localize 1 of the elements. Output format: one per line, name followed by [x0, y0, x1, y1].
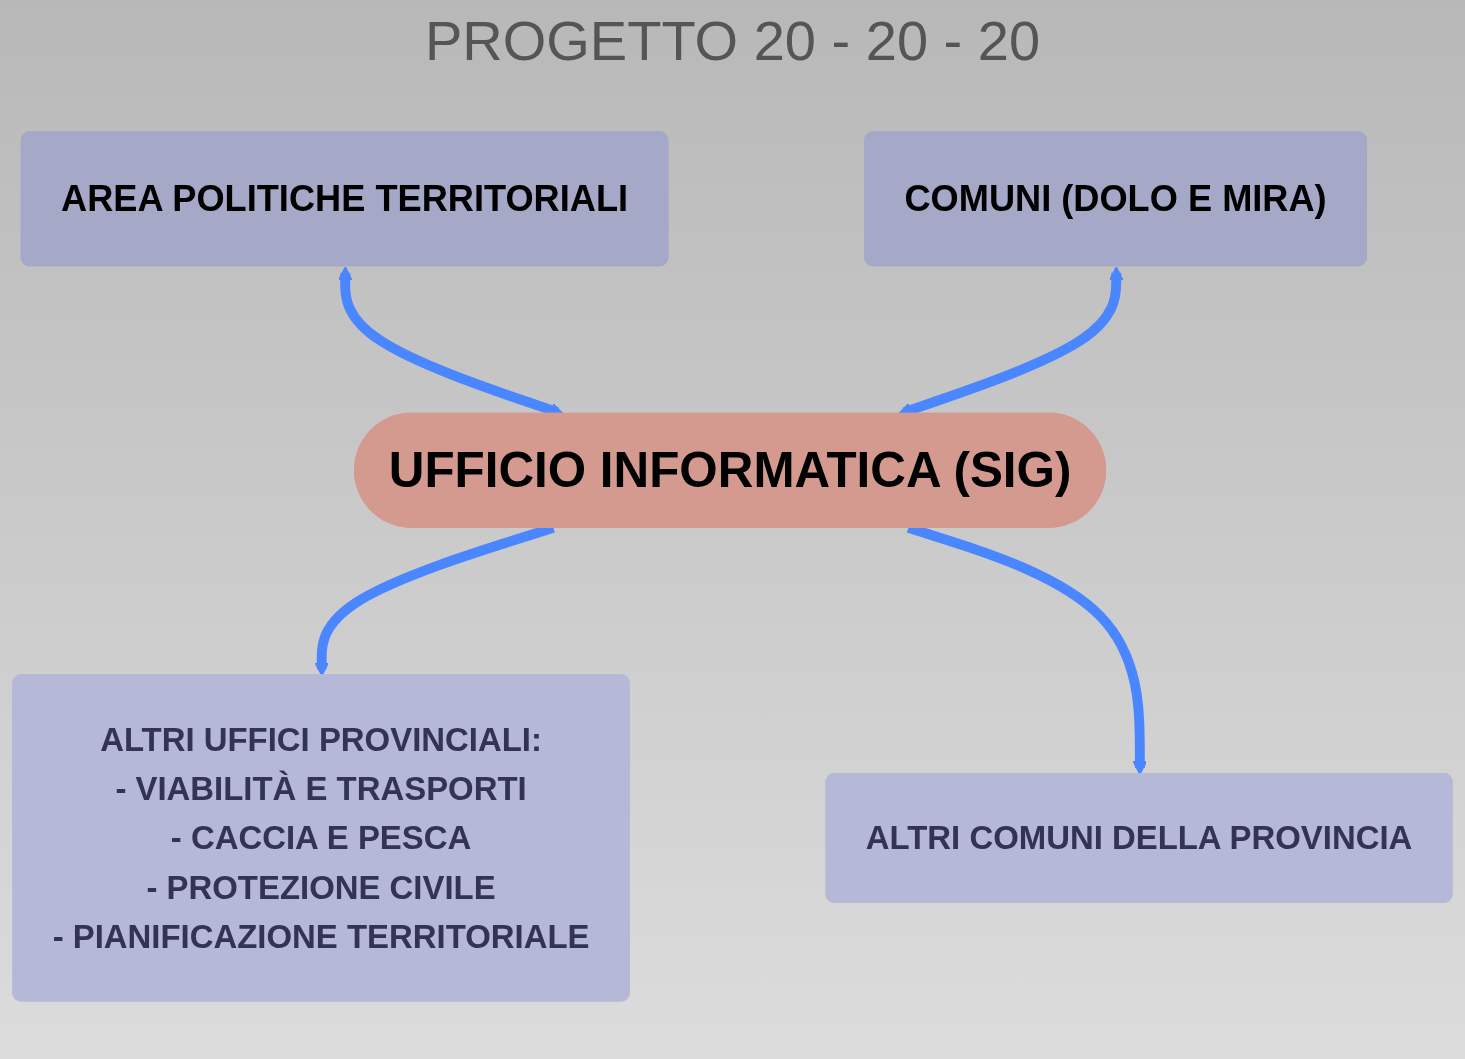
title: PROGETTO 20 - 20 - 20	[424, 8, 1041, 73]
